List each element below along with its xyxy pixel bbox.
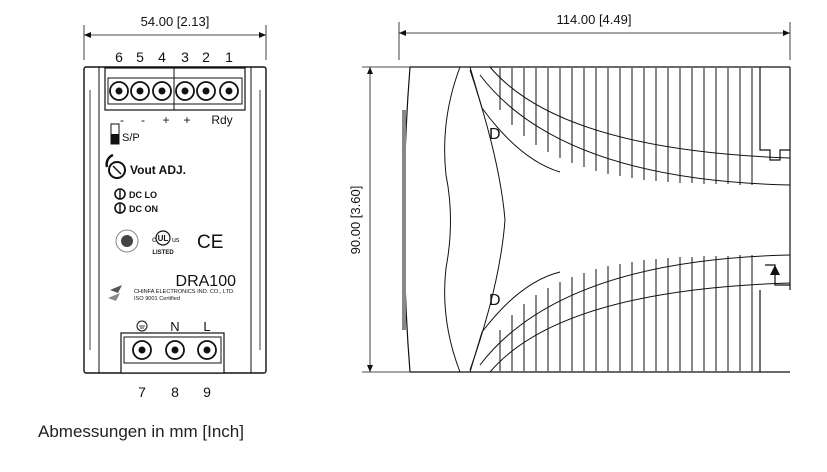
svg-text:UL: UL	[158, 234, 169, 243]
terminal-number: 5	[136, 49, 144, 65]
certification-seal-icon	[115, 229, 139, 253]
bottom-terminal-numbers: 7 8 9	[138, 384, 211, 400]
screw-icon	[197, 340, 217, 360]
height-dimension-label: 90.00 [3.60]	[348, 186, 363, 255]
screw-icon	[175, 81, 195, 101]
terminal-number: 3	[181, 49, 189, 65]
top-terminal-block	[104, 67, 246, 111]
rotate-arrow-icon	[105, 153, 114, 168]
ul-us-mark: us	[172, 237, 180, 244]
side-housing	[402, 66, 791, 373]
terminal-number: 8	[171, 384, 179, 400]
terminal-number: 9	[203, 384, 211, 400]
screw-icon	[165, 340, 185, 360]
model-label: DRA100	[176, 273, 237, 290]
company-label: CHINFA ELECTRONICS IND. CO., LTD.	[134, 289, 235, 295]
terminal-number: 1	[225, 49, 233, 65]
ul-c-mark: c	[152, 235, 156, 244]
input-label: N	[170, 319, 179, 334]
company-info: CHINFA ELECTRONICS IND. CO., LTD. ISO 90…	[108, 285, 235, 302]
terminal-number: 7	[138, 384, 146, 400]
polarity-label: +	[183, 113, 190, 127]
side-mark: D	[489, 126, 501, 143]
polarity-labels: - - + + Rdy	[120, 113, 233, 127]
screw-icon	[219, 81, 239, 101]
screw-icon	[196, 81, 216, 101]
led-indicators: DC LO DC ON	[114, 188, 158, 214]
vout-adjust: Vout ADJ.	[105, 153, 186, 179]
polarity-label: -	[120, 113, 124, 127]
width-dimension-label: 54.00 [2.13]	[141, 14, 210, 29]
screw-icon	[130, 81, 150, 101]
terminal-number: 2	[202, 49, 210, 65]
terminal-number: 4	[158, 49, 166, 65]
led-label: DC ON	[129, 204, 158, 214]
input-label: L	[203, 319, 210, 334]
chinfa-logo-icon	[108, 285, 122, 301]
sp-switch: S/P	[110, 123, 140, 145]
polarity-label: +	[162, 113, 169, 127]
ul-logo-icon	[155, 230, 171, 246]
depth-dimension-label: 114.00 [4.49]	[557, 12, 632, 27]
ce-mark: CE	[197, 232, 223, 253]
certification-logos: c UL us LISTED CE	[115, 229, 223, 256]
input-labels: N L	[136, 319, 211, 334]
led-label: DC LO	[129, 190, 157, 200]
side-mark: D	[489, 292, 501, 309]
screw-icon	[132, 340, 152, 360]
caption: Abmessungen in mm [Inch]	[38, 422, 244, 441]
bottom-terminal-block	[120, 332, 225, 374]
ul-listed-mark: LISTED	[152, 250, 174, 256]
polarity-label: Rdy	[211, 113, 232, 127]
iso-label: ISO 9001 Certified	[134, 296, 180, 302]
top-terminal-numbers: 6 5 4 3 2 1	[115, 49, 233, 65]
terminal-number: 6	[115, 49, 123, 65]
vout-label: Vout ADJ.	[130, 163, 186, 177]
polarity-label: -	[141, 113, 145, 127]
screw-icon	[109, 81, 129, 101]
screw-icon	[152, 81, 172, 101]
switch-label: S/P	[122, 132, 140, 144]
